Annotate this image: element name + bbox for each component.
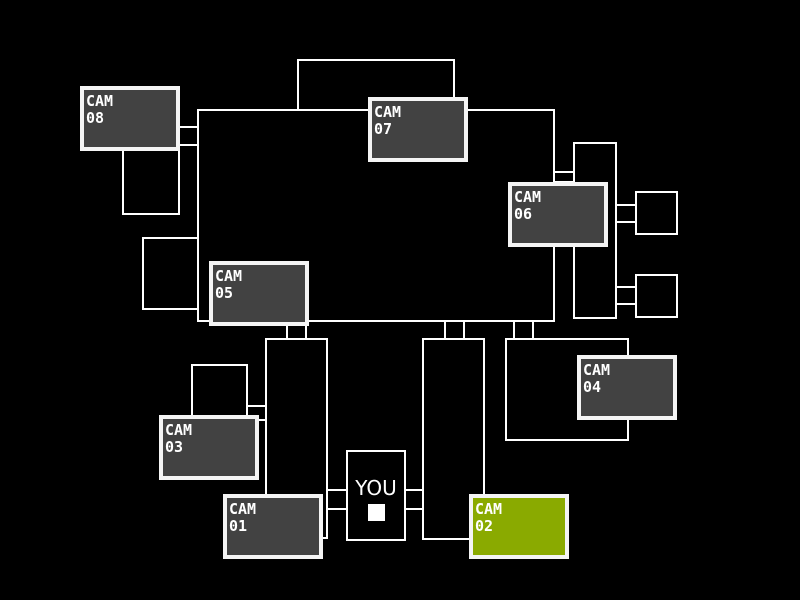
connector-east-2 <box>615 286 637 305</box>
cam-number: 04 <box>583 378 602 396</box>
cam-label: CAM <box>583 361 611 379</box>
small-room-1 <box>635 191 678 235</box>
cam03-closet <box>191 364 248 420</box>
small-room-2 <box>635 274 678 318</box>
connector-east-1 <box>615 204 637 223</box>
connector-east-hall <box>444 320 465 340</box>
left-room <box>142 237 199 310</box>
cam-number: 06 <box>514 205 533 223</box>
cam-number: 02 <box>475 517 494 535</box>
connector-office-west <box>326 489 348 510</box>
cam08-closet <box>122 149 180 215</box>
cam-label: CAM <box>475 500 503 518</box>
cam-label: CAM <box>86 92 114 110</box>
player-office: YOU <box>346 450 406 541</box>
connector-08-main <box>178 126 199 146</box>
cam-number: 07 <box>374 120 393 138</box>
office-label: YOU <box>355 476 397 500</box>
connector-cam04-room <box>513 320 534 340</box>
cam-label: CAM <box>215 267 243 285</box>
cam-label: CAM <box>374 103 402 121</box>
cam-label: CAM <box>229 500 257 518</box>
cam-number: 05 <box>215 284 234 302</box>
player-marker <box>367 504 385 521</box>
cam-label: CAM <box>514 188 542 206</box>
cam-label: CAM <box>165 421 193 439</box>
cam-number: 03 <box>165 438 184 456</box>
connector-office-east <box>404 489 424 510</box>
cam-number: 08 <box>86 109 105 127</box>
cam-number: 01 <box>229 517 248 535</box>
